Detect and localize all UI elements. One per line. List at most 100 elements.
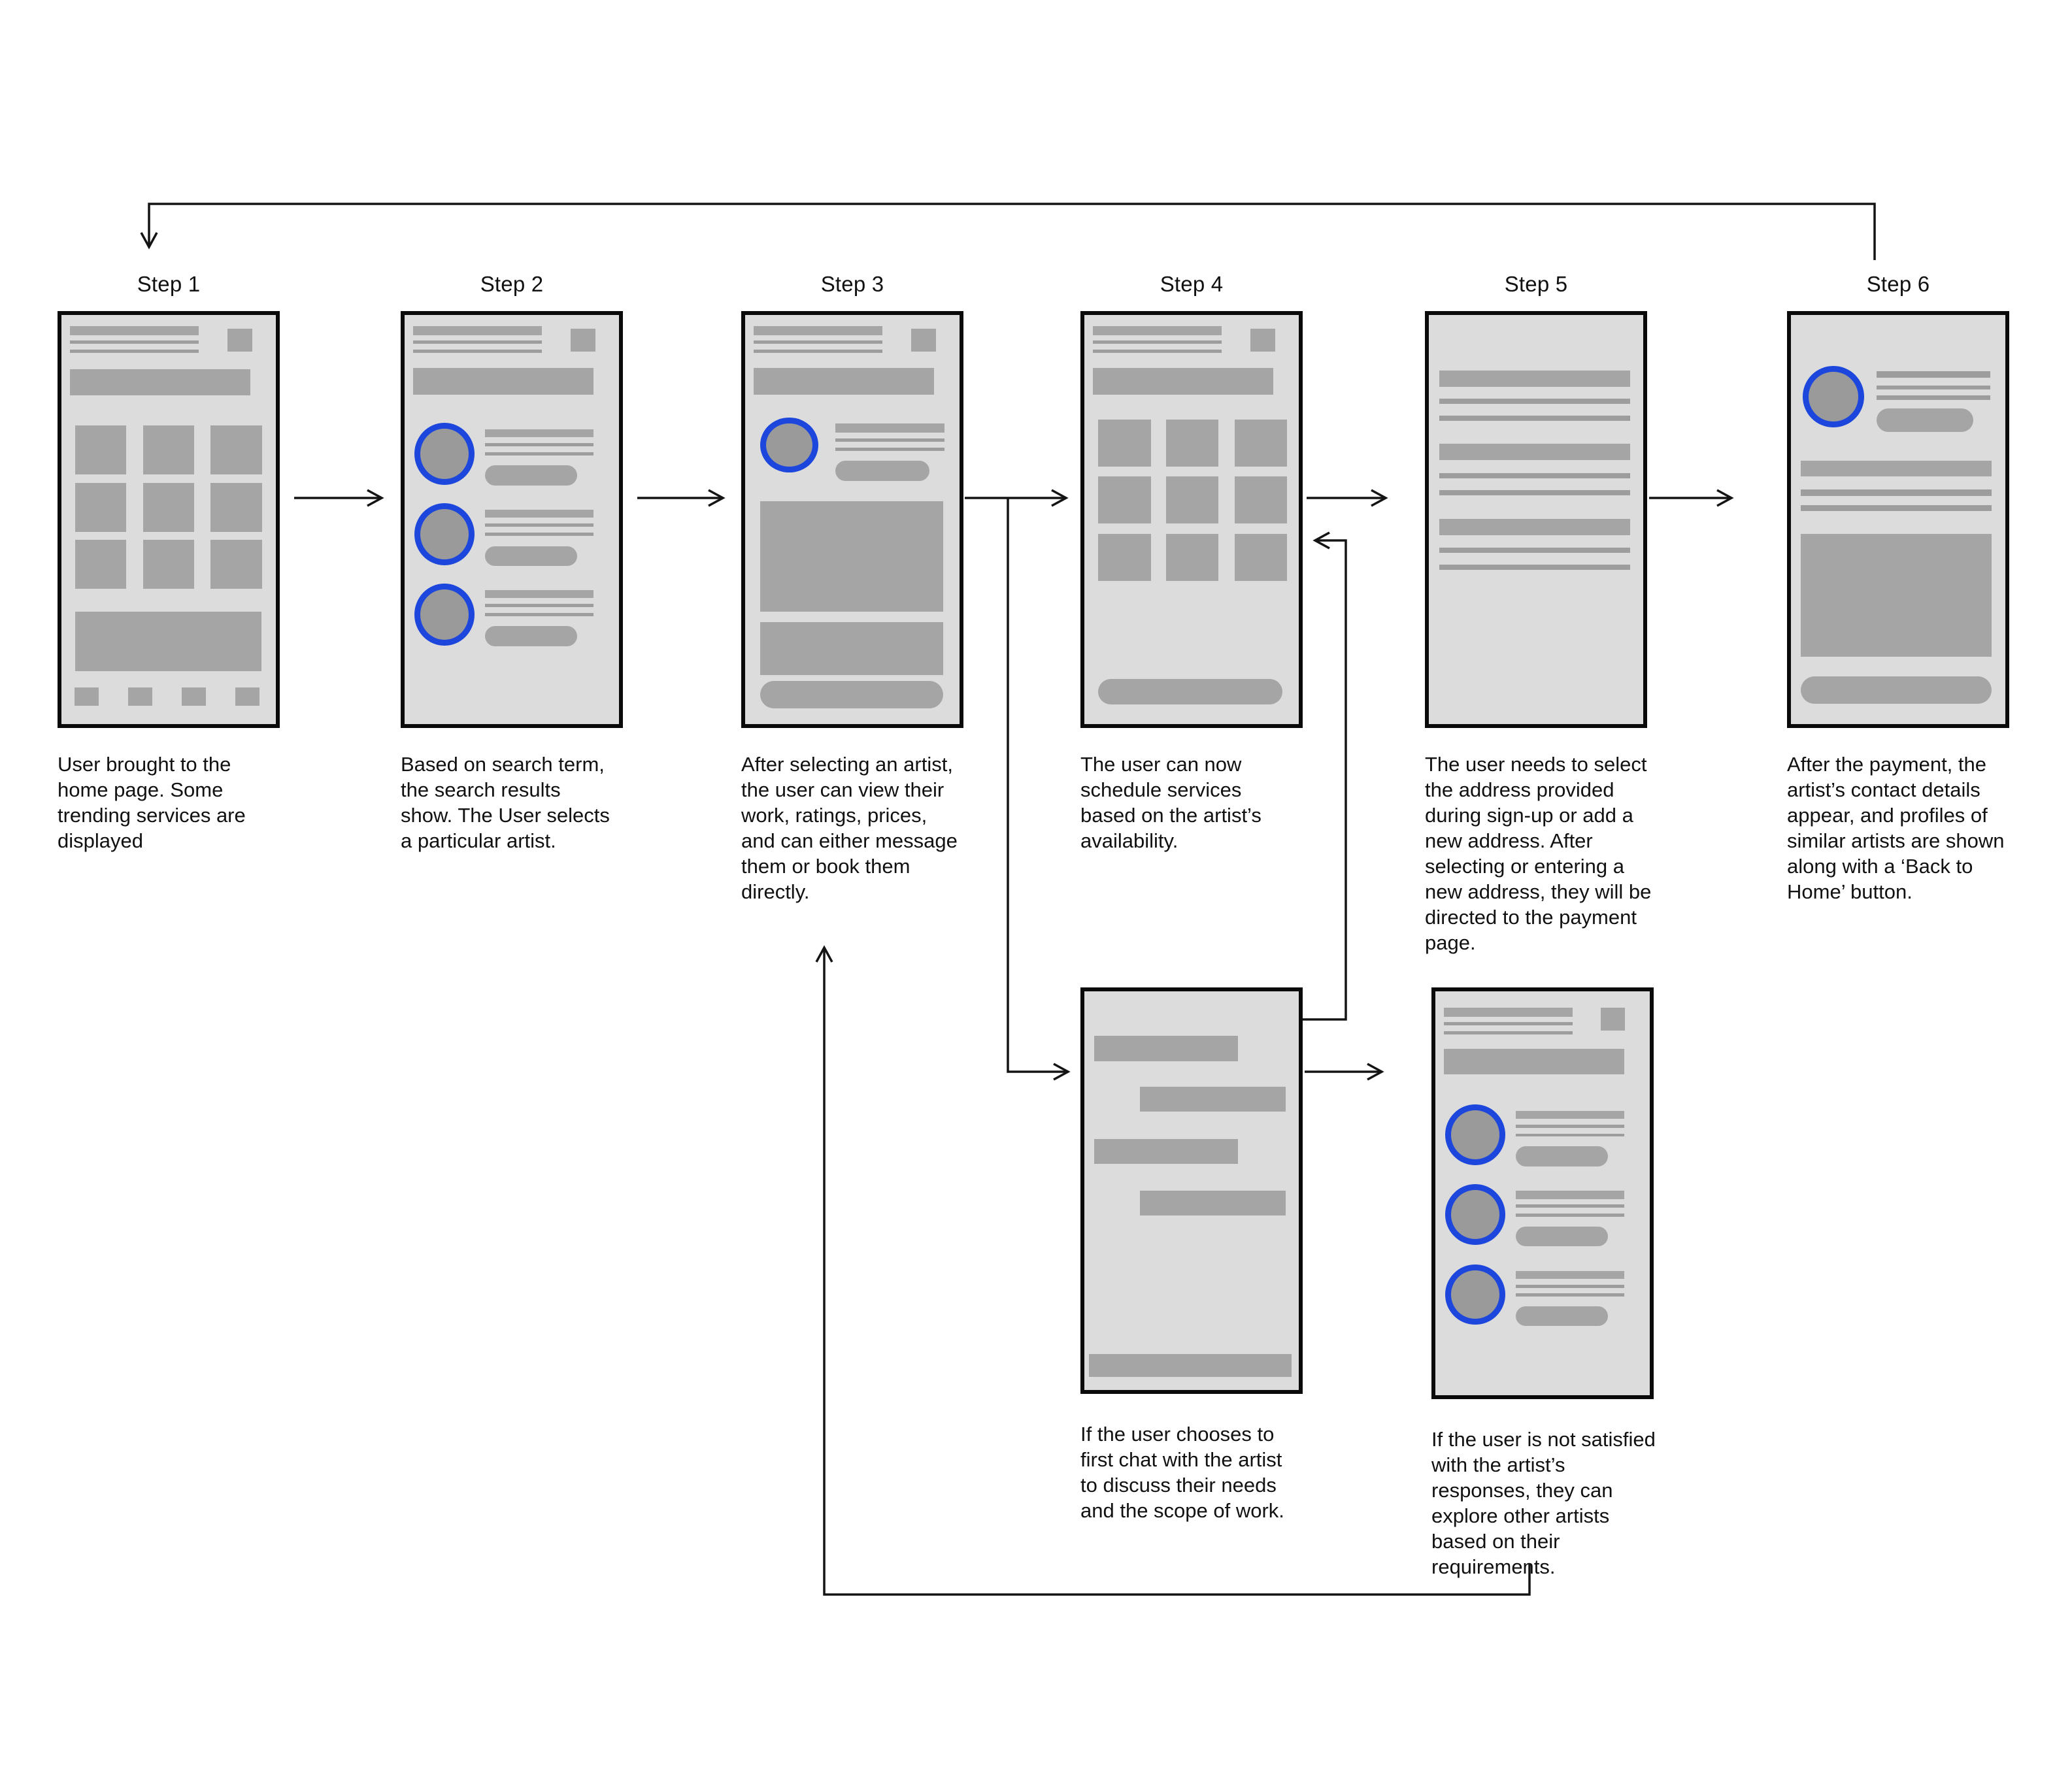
- time-slot-placeholder: [1165, 419, 1218, 467]
- contact-line-placeholder: [1877, 395, 1991, 400]
- text-line-placeholder: [1439, 473, 1631, 479]
- menu-button-placeholder: [1600, 1007, 1626, 1031]
- step-2-label: Step 2: [480, 272, 544, 296]
- search-bar-placeholder: [1444, 1049, 1624, 1074]
- step-1-caption: User brought to the home page. Some tren…: [58, 753, 246, 852]
- step-5-address-wireframe: [1425, 311, 1647, 728]
- artist-name-placeholder: [1516, 1191, 1624, 1199]
- step-2-search-results-wireframe: [401, 311, 623, 728]
- address-option-placeholder: [1439, 370, 1631, 387]
- text-line-placeholder: [485, 452, 593, 455]
- confirm-button-placeholder: [1098, 679, 1283, 704]
- service-tile-placeholder: [210, 425, 262, 475]
- header-text-line-placeholder: [1444, 1031, 1573, 1034]
- artist-name-placeholder: [835, 423, 945, 433]
- artist-avatar: [760, 417, 818, 472]
- step-2-panel: Step 2 Based on search term, the search …: [401, 269, 623, 853]
- text-line-placeholder: [1516, 1124, 1624, 1128]
- menu-button-placeholder: [911, 328, 936, 352]
- artist-avatar: [1445, 1264, 1505, 1325]
- artist-name-placeholder: [1516, 1110, 1624, 1119]
- header-title-placeholder: [1093, 325, 1222, 336]
- branch-step3-to-chat-connector: [1007, 498, 1071, 1081]
- text-line-placeholder: [1439, 564, 1631, 570]
- text-line-placeholder: [485, 523, 593, 527]
- bottom-nav-tab-placeholder: [74, 687, 99, 706]
- artist-name-placeholder: [1516, 1270, 1624, 1279]
- text-line-placeholder: [835, 438, 945, 442]
- text-line-placeholder: [1439, 415, 1631, 422]
- step-1-home-wireframe: [58, 311, 280, 728]
- connector-chat-to-step4: [1303, 531, 1347, 1021]
- step-4-caption: The user can now schedule services based…: [1080, 753, 1262, 852]
- step-1-label: Step 1: [137, 272, 201, 296]
- search-bar-placeholder: [413, 368, 593, 395]
- similar-artists-placeholder: [1800, 533, 1992, 657]
- address-option-placeholder: [1439, 444, 1631, 461]
- artist-avatar: [1445, 1104, 1505, 1165]
- header-text-line-placeholder: [70, 349, 199, 353]
- artist-name-placeholder: [485, 429, 593, 438]
- message-bubble-right-placeholder: [1140, 1086, 1286, 1112]
- artist-name-placeholder: [485, 509, 593, 518]
- header-title-placeholder: [1444, 1007, 1573, 1017]
- header-title-placeholder: [413, 325, 542, 336]
- artist-avatar: [1803, 366, 1864, 428]
- time-slot-placeholder: [1098, 476, 1151, 524]
- bottom-nav-tab-placeholder: [127, 687, 153, 706]
- bottom-nav-tab-placeholder: [181, 687, 207, 706]
- text-line-placeholder: [1439, 548, 1631, 554]
- action-pill-placeholder: [835, 461, 930, 482]
- book-button-placeholder: [760, 681, 944, 708]
- contact-line-placeholder: [1877, 371, 1991, 378]
- search-bar-placeholder: [1093, 368, 1273, 395]
- time-slot-placeholder: [1234, 533, 1287, 581]
- header-text-line-placeholder: [413, 340, 542, 344]
- service-tile-placeholder: [75, 425, 127, 475]
- step-4-label: Step 4: [1160, 272, 1224, 296]
- menu-button-placeholder: [571, 328, 595, 352]
- time-slot-placeholder: [1098, 533, 1151, 581]
- service-tile-placeholder: [75, 482, 127, 532]
- message-bubble-right-placeholder: [1140, 1191, 1286, 1216]
- text-line-placeholder: [485, 603, 593, 607]
- header-text-line-placeholder: [754, 340, 882, 344]
- action-pill-placeholder: [485, 546, 578, 567]
- text-line-placeholder: [485, 533, 593, 537]
- artist-avatar: [1445, 1184, 1505, 1246]
- back-to-home-button-placeholder: [1800, 676, 1992, 704]
- action-pill-placeholder: [1516, 1306, 1609, 1327]
- explore-panel: If the user is not satisfied with the ar…: [1431, 987, 1656, 1579]
- step-6-label: Step 6: [1866, 272, 1930, 296]
- header-title-placeholder: [754, 325, 882, 336]
- step-5-panel: Step 5 The user needs to select the addr…: [1425, 269, 1651, 955]
- step-6-caption: After the payment, the artist’s contact …: [1787, 753, 2005, 903]
- section-title-placeholder: [1800, 461, 1992, 477]
- text-line-placeholder: [485, 442, 593, 446]
- service-tile-placeholder: [142, 425, 195, 475]
- menu-button-placeholder: [1250, 328, 1275, 352]
- service-tile-placeholder: [210, 482, 262, 532]
- artist-avatar: [414, 583, 475, 646]
- service-tile-placeholder: [142, 482, 195, 532]
- time-slot-placeholder: [1234, 476, 1287, 524]
- service-tile-placeholder: [210, 540, 262, 589]
- header-text-line-placeholder: [413, 349, 542, 353]
- chat-input-placeholder: [1088, 1354, 1292, 1378]
- loop-step6-to-step1-connector: [140, 203, 1876, 260]
- service-tile-placeholder: [142, 540, 195, 589]
- banner-placeholder: [75, 611, 262, 671]
- step-1-panel: Step 1 User brought to the home page. So…: [58, 269, 280, 853]
- text-line-placeholder: [1439, 489, 1631, 496]
- chat-caption: If the user chooses to first chat with t…: [1080, 1423, 1284, 1522]
- contact-line-placeholder: [1877, 385, 1991, 389]
- text-line-placeholder: [1516, 1293, 1624, 1297]
- artist-avatar: [414, 422, 475, 485]
- time-slot-placeholder: [1234, 419, 1287, 467]
- step-3-artist-profile-wireframe: [741, 311, 963, 728]
- header-title-placeholder: [70, 325, 199, 336]
- portfolio-gallery-placeholder: [760, 501, 944, 612]
- ratings-section-placeholder: [760, 621, 944, 675]
- text-line-placeholder: [1800, 489, 1992, 496]
